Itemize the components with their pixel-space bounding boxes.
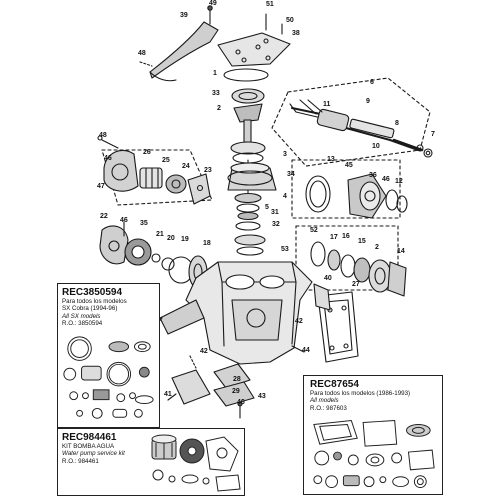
kit-box-rec3850594: REC3850594 Para todos los modelos SX Cob… xyxy=(57,283,160,428)
part-number-callout: 14 xyxy=(397,248,405,255)
part-number-callout: 12 xyxy=(395,178,403,185)
part-number-callout: 23 xyxy=(204,167,212,174)
part-number-callout: 15 xyxy=(358,238,366,245)
impeller-group xyxy=(99,221,208,289)
part-number-callout: 48 xyxy=(138,50,146,57)
part-number-callout: 2 xyxy=(375,244,379,251)
part-number-callout: 32 xyxy=(272,221,280,228)
kit-parts-illustration xyxy=(63,336,154,419)
part-number-callout: 31 xyxy=(271,209,279,216)
part-number-callout: 17 xyxy=(330,234,338,241)
kit-desc-line: Water pump service kit xyxy=(62,450,125,458)
kit-code: REC984461 xyxy=(62,432,117,443)
bottom-plates xyxy=(167,355,255,419)
kit-part-number: R.O.: 987603 xyxy=(310,404,347,412)
part-number-callout: 40 xyxy=(324,275,332,282)
part-number-callout: 35 xyxy=(140,220,148,227)
part-number-callout: 28 xyxy=(233,376,241,383)
part-number-callout: 46 xyxy=(120,217,128,224)
right-bearing-housing xyxy=(291,159,408,219)
part-number-callout: 44 xyxy=(302,347,310,354)
part-number-callout: 53 xyxy=(281,246,289,253)
kit-desc-line: Para todos los modelos xyxy=(62,298,127,305)
gear-case-housing xyxy=(227,162,277,256)
part-number-callout: 33 xyxy=(212,90,220,97)
part-number-callout: 42 xyxy=(295,318,303,325)
part-number-callout: 46 xyxy=(382,176,390,183)
part-number-callout: 4 xyxy=(283,193,287,200)
part-number-callout: 11 xyxy=(323,101,331,108)
part-number-callout: 34 xyxy=(287,171,295,178)
engine-mount-bracket xyxy=(139,5,219,82)
part-number-callout: 52 xyxy=(310,227,318,234)
part-number-callout: 41 xyxy=(164,391,172,398)
part-number-callout: 46 xyxy=(237,399,245,406)
part-number-callout: 8 xyxy=(395,120,399,127)
part-number-callout: 51 xyxy=(266,1,274,8)
driveshaft-assembly xyxy=(271,77,433,167)
part-number-callout: 39 xyxy=(180,12,188,19)
upper-gear-stack xyxy=(223,68,269,201)
part-number-callout: 5 xyxy=(265,204,269,211)
part-number-callout: 45 xyxy=(345,162,353,169)
part-number-callout: 43 xyxy=(258,393,266,400)
part-number-callout: 24 xyxy=(182,163,190,170)
part-number-callout: 1 xyxy=(213,70,217,77)
kit-part-number: R.O.: 3850594 xyxy=(62,320,103,328)
part-number-callout: 42 xyxy=(200,348,208,355)
part-number-callout: 48 xyxy=(99,132,107,139)
kit-desc-line: KIT BOMBA AGUA xyxy=(62,443,115,450)
kit-desc-line: All SX models xyxy=(62,312,101,320)
lower-gear-case xyxy=(149,261,313,365)
gasket-plate xyxy=(313,283,359,363)
part-number-callout: 9 xyxy=(366,98,370,105)
part-number-callout: 26 xyxy=(143,149,151,156)
part-number-callout: 6 xyxy=(370,79,374,86)
kit-parts-illustration xyxy=(151,434,241,492)
part-number-callout: 3 xyxy=(283,151,287,158)
water-pump-assembly xyxy=(97,135,213,206)
part-number-callout: 22 xyxy=(100,213,108,220)
part-number-callout: 46 xyxy=(104,155,112,162)
kit-part-number: R.O.: 984461 xyxy=(62,457,99,465)
part-number-callout: 50 xyxy=(286,17,294,24)
part-number-callout: 18 xyxy=(203,240,211,247)
part-number-callout: 49 xyxy=(209,0,217,7)
part-number-callout: 10 xyxy=(372,143,380,150)
kit-code: REC87654 xyxy=(310,379,359,390)
kit-code: REC3850594 xyxy=(62,287,123,298)
kit-parts-illustration xyxy=(313,419,435,489)
part-number-callout: 21 xyxy=(156,231,164,238)
part-number-callout: 20 xyxy=(167,235,175,242)
kit-desc-line: SX Cobra (1994-96) xyxy=(62,305,118,313)
part-number-callout: 16 xyxy=(342,233,350,240)
part-number-callout: 25 xyxy=(162,157,170,164)
kit-desc-line: Para todos los modelos (1986-1993) xyxy=(310,390,411,397)
part-number-callout: 19 xyxy=(181,236,189,243)
part-number-callout: 36 xyxy=(369,172,377,179)
kit-box-rec87654: REC87654 Para todos los modelos (1986-19… xyxy=(303,375,443,495)
part-number-callout: 27 xyxy=(352,281,360,288)
right-gear-train xyxy=(295,225,407,297)
top-cover-plate xyxy=(217,13,291,67)
part-number-callout: 29 xyxy=(232,388,240,395)
part-number-callout: 7 xyxy=(431,131,435,138)
kit-box-rec984461: REC984461 KIT BOMBA AGUA Water pump serv… xyxy=(57,428,245,496)
part-number-callout: 2 xyxy=(217,105,221,112)
part-number-callout: 38 xyxy=(292,30,300,37)
kit-desc-line: All models xyxy=(310,397,339,405)
part-number-callout: 47 xyxy=(97,183,105,190)
part-number-callout: 13 xyxy=(327,156,335,163)
